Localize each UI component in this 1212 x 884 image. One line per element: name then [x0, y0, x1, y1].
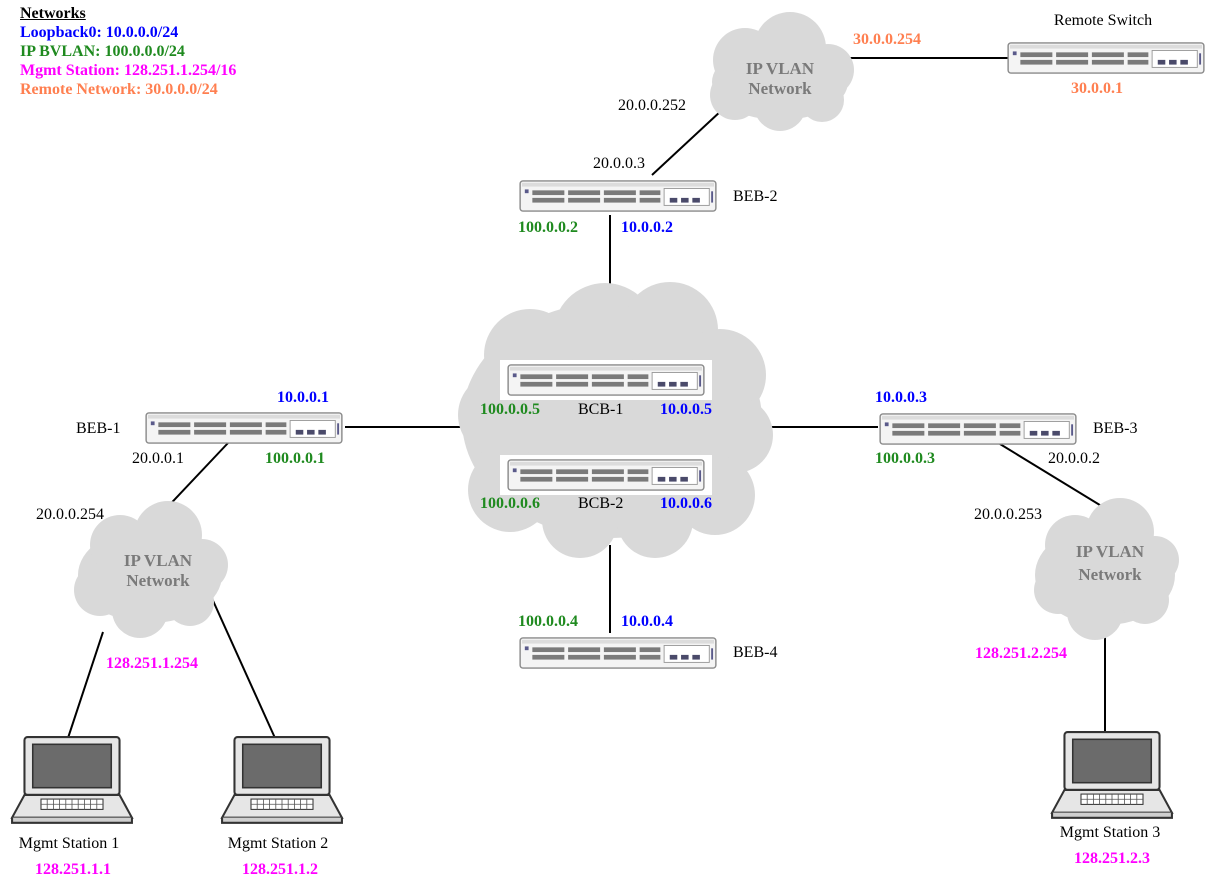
right-cloud: IP VLAN Network [1034, 498, 1179, 640]
beb3-ipvlan: 20.0.0.2 [1048, 450, 1100, 467]
station2-name: Mgmt Station 2 [228, 835, 328, 852]
bcb2-loopback: 10.0.0.6 [660, 495, 712, 512]
beb3-name: BEB-3 [1093, 420, 1137, 437]
legend-title: Networks [20, 5, 86, 22]
bcb1-name: BCB-1 [578, 401, 623, 418]
networks-legend: Networks Loopback0: 10.0.0.0/24 IP BVLAN… [20, 4, 236, 99]
left-cloud-label-line1: IP VLAN [124, 551, 193, 570]
top-cloud: IP VLAN Network [710, 12, 854, 131]
bcb1-loopback: 10.0.0.5 [660, 401, 712, 418]
station3-ip: 128.251.2.3 [1074, 850, 1150, 867]
remote-switch [1007, 42, 1205, 74]
link-beb2-topcloud [651, 109, 723, 176]
station2-laptop-icon [221, 736, 343, 824]
remote-switch-name: Remote Switch [1054, 12, 1152, 29]
bcb2-switch [507, 459, 705, 491]
station3-name: Mgmt Station 3 [1060, 824, 1160, 841]
beb3-loopback: 10.0.0.3 [875, 389, 927, 406]
right-cloud-label-line1: IP VLAN [1076, 542, 1145, 561]
right-cloud-mgmt-gateway: 128.251.2.254 [975, 645, 1067, 662]
beb1-ipvlan: 20.0.0.1 [132, 450, 184, 467]
right-cloud-label-line2: Network [1078, 565, 1142, 584]
link-leftcloud-station1 [67, 631, 104, 739]
bcb1-switch [507, 364, 705, 396]
beb4-loopback: 10.0.0.4 [621, 613, 673, 630]
top-cloud-label-line2: Network [748, 79, 812, 98]
beb3-switch [879, 413, 1077, 445]
top-cloud-beb-gateway: 20.0.0.252 [618, 97, 686, 114]
beb4-switch [519, 637, 717, 669]
beb2-ipvlan: 20.0.0.3 [593, 155, 645, 172]
bcb2-bvlan: 100.0.0.6 [480, 495, 540, 512]
station1-ip: 128.251.1.1 [35, 861, 111, 878]
remote-switch-ip: 30.0.0.1 [1071, 80, 1123, 97]
legend-item-loopback: Loopback0: 10.0.0.0/24 [20, 24, 179, 41]
beb1-loopback: 10.0.0.1 [277, 389, 329, 406]
station1-name: Mgmt Station 1 [19, 835, 119, 852]
beb3-bvlan: 100.0.0.3 [875, 450, 935, 467]
legend-item-mgmt: Mgmt Station: 128.251.1.254/16 [20, 62, 237, 79]
beb1-name: BEB-1 [76, 420, 120, 437]
right-cloud-beb-gateway: 20.0.0.253 [974, 506, 1042, 523]
legend-item-remote: Remote Network: 30.0.0.0/24 [20, 81, 218, 98]
bcb1-bvlan: 100.0.0.5 [480, 401, 540, 418]
beb4-bvlan: 100.0.0.4 [518, 613, 578, 630]
left-cloud-label-line2: Network [126, 571, 190, 590]
core-cloud [458, 282, 773, 558]
legend-item-bvlan: IP BVLAN: 100.0.0.0/24 [20, 43, 185, 60]
bcb2-name: BCB-2 [578, 495, 623, 512]
links [67, 57, 1109, 739]
station3-laptop-icon [1051, 731, 1173, 819]
station1-laptop-icon [11, 736, 133, 824]
beb2-name: BEB-2 [733, 188, 777, 205]
station2-ip: 128.251.1.2 [242, 861, 318, 878]
beb2-bvlan: 100.0.0.2 [518, 219, 578, 236]
link-leftcloud-station2 [209, 593, 276, 739]
link-beb3-rightcloud [999, 443, 1109, 511]
top-cloud-remote-gateway: 30.0.0.254 [853, 31, 921, 48]
left-cloud: IP VLAN Network [74, 501, 228, 638]
left-cloud-mgmt-gateway: 128.251.1.254 [106, 655, 198, 672]
beb4-name: BEB-4 [733, 644, 777, 661]
beb1-bvlan: 100.0.0.1 [265, 450, 325, 467]
beb1-switch [145, 412, 343, 444]
top-cloud-label-line1: IP VLAN [746, 59, 815, 78]
beb2-loopback: 10.0.0.2 [621, 219, 673, 236]
beb2-switch [519, 180, 717, 212]
left-cloud-beb-gateway: 20.0.0.254 [36, 506, 104, 523]
